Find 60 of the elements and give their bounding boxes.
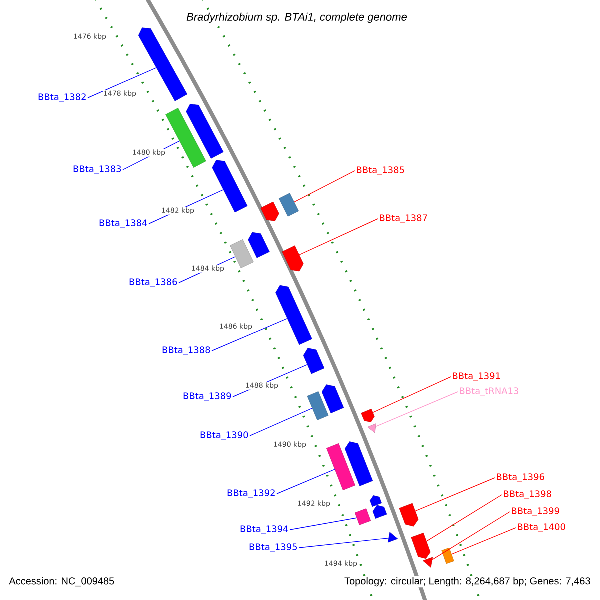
leader-line [432, 512, 510, 560]
leader-line [212, 318, 288, 352]
gene-block [361, 408, 375, 422]
gene-label: BBta_1396 [497, 474, 544, 482]
gene-label: BBta_1391 [453, 372, 500, 382]
gene-label: BBta_tRNA13 [460, 388, 518, 396]
gene-label: BBta_1395 [250, 544, 297, 552]
title: Bradyrhizobium sp. BTAi1, complete genome [186, 12, 408, 24]
gene-block [370, 496, 382, 507]
leader-line [372, 376, 452, 413]
gene-box [354, 508, 372, 526]
leader-line [276, 469, 336, 494]
gene-box [307, 392, 329, 420]
gene-block [138, 28, 188, 102]
gene-label: BBta_1385 [357, 166, 404, 176]
gene-label: BBta_1389 [184, 392, 232, 402]
gene-block [282, 246, 304, 272]
gene-block [322, 384, 344, 414]
gene-label: BBta_1392 [228, 490, 275, 498]
gene-block [399, 503, 419, 527]
gene-block [411, 533, 431, 560]
leader-line [290, 518, 358, 530]
gene-label: BBta_1398 [504, 490, 552, 500]
gene-block [276, 285, 312, 346]
gene-block [212, 160, 248, 213]
gene-box [442, 548, 454, 564]
gene-block [344, 442, 374, 486]
gene-label: BBta_1387 [380, 214, 428, 224]
gene-block [303, 348, 325, 374]
gene-box [279, 193, 299, 217]
leader-line [452, 528, 516, 555]
gene-block [186, 104, 224, 159]
gene-label: BBta_1382 [38, 94, 86, 102]
gene-label: BBta_1390 [200, 432, 248, 440]
gene-block [372, 505, 388, 519]
gene-block [248, 232, 270, 258]
leader-line [299, 218, 378, 256]
genome-info-label: Topology: circular; Length: 8,264,687 bp; Genes: 7,463 [344, 576, 592, 588]
leader-line [294, 170, 356, 203]
leader-line [415, 478, 496, 512]
accession-label: Accession: NC_009485 [8, 576, 116, 588]
leader-line [426, 494, 502, 542]
gene-label: BBta_1388 [162, 346, 210, 356]
gene-triangle [422, 557, 434, 568]
gene-label: BBta_1386 [130, 278, 178, 288]
leader-line [250, 408, 313, 436]
gene-label: BBta_1384 [100, 220, 148, 228]
gene-label: BBta_1399 [512, 508, 560, 516]
leader-line [88, 68, 157, 98]
leader-line [376, 392, 458, 428]
gene-label: BBta_1400 [518, 524, 566, 532]
gene-label: BBta_1394 [240, 526, 288, 534]
gene-box [166, 108, 206, 168]
gene-box [230, 240, 254, 268]
gene-triangle [388, 532, 398, 543]
gene-triangle [368, 424, 376, 434]
leader-line [298, 538, 390, 548]
gene-box [326, 444, 356, 490]
gene-label: BBta_1383 [74, 166, 122, 174]
gene-block [260, 202, 280, 222]
